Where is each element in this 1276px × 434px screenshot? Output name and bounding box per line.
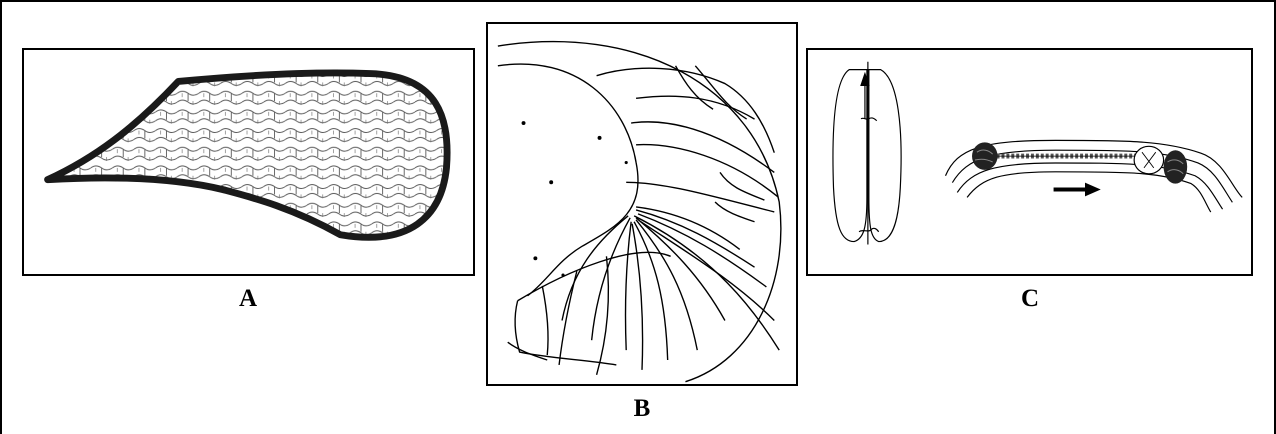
panel-label-a: A [218,285,278,313]
leaf-fill [48,73,448,237]
panel-label-c: C [1000,285,1060,313]
right-cell [869,70,901,242]
panel-b-illustration [488,24,796,384]
left-cell [833,70,867,242]
panel-c [806,48,1253,276]
right-blob [1164,150,1188,183]
inner-body-outline [498,64,638,296]
panel-c-illustration [808,50,1251,274]
left-blob [972,142,998,170]
panel-label-b: B [612,395,672,423]
panel-a-illustration [24,50,473,274]
panel-a [22,48,475,276]
panel-b [486,22,798,386]
lower-lobe [518,252,671,300]
